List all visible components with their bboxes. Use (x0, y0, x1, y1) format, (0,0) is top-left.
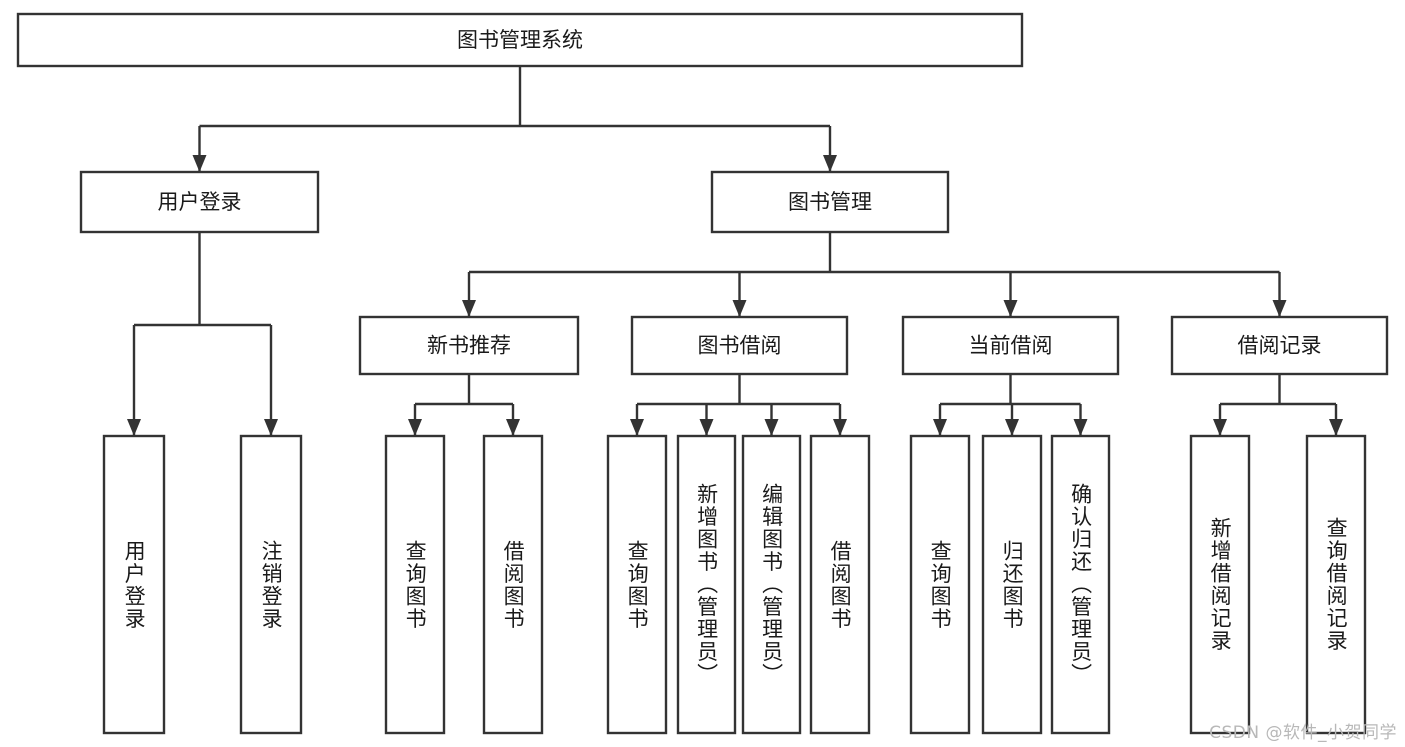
arrow-head-icon (1329, 419, 1343, 436)
node-box-leaf-edit-book[interactable] (741, 434, 802, 735)
node-label-leaf-query-book-a: 查询图书 (403, 539, 428, 630)
node-box-leaf-return-book[interactable] (981, 434, 1043, 735)
boxes-layer (16, 12, 1389, 735)
node-label-leaf-borrow-book-b: 借阅图书 (828, 539, 853, 630)
node-label-leaf-add-book: 新增图书（管理员） (694, 483, 719, 686)
node-box-new-book-rec[interactable] (358, 315, 580, 376)
arrow-head-icon (127, 419, 141, 436)
node-label-current-borrow: 当前借阅 (969, 334, 1053, 358)
csdn-watermark: CSDN @软件_小贺同学 (1209, 723, 1397, 743)
node-label-leaf-user-login: 用户登录 (122, 539, 147, 630)
node-label-borrow-record: 借阅记录 (1238, 334, 1322, 358)
node-label-user-login: 用户登录 (158, 190, 242, 214)
node-box-root[interactable] (16, 12, 1024, 68)
arrow-head-icon (462, 300, 476, 317)
node-box-leaf-confirm-return[interactable] (1050, 434, 1111, 735)
node-label-leaf-query-record: 查询借阅记录 (1324, 517, 1349, 652)
arrow-head-icon (823, 155, 837, 172)
node-box-book-mgmt[interactable] (710, 170, 950, 234)
node-label-leaf-return-book: 归还图书 (1000, 539, 1025, 630)
node-box-current-borrow[interactable] (901, 315, 1120, 376)
node-box-leaf-logout[interactable] (239, 434, 303, 735)
arrow-head-icon (506, 419, 520, 436)
edges-layer (127, 66, 1343, 436)
node-label-leaf-confirm-return: 确认归还（管理员） (1068, 483, 1093, 686)
node-box-borrow-record[interactable] (1170, 315, 1389, 376)
node-label-leaf-query-book-b: 查询图书 (625, 539, 650, 630)
arrow-head-icon (699, 419, 714, 436)
arrow-head-icon (192, 155, 207, 172)
node-box-leaf-add-book[interactable] (676, 434, 737, 735)
node-label-book-mgmt: 图书管理 (788, 190, 872, 214)
node-box-leaf-query-book-b[interactable] (606, 434, 668, 735)
arrow-head-icon (264, 419, 278, 436)
arrow-head-icon (833, 419, 847, 436)
node-label-leaf-add-record: 新增借阅记录 (1208, 517, 1233, 652)
node-box-leaf-query-record[interactable] (1305, 434, 1367, 735)
arrow-head-icon (1003, 300, 1018, 317)
node-box-leaf-borrow-book-b[interactable] (809, 434, 871, 735)
node-box-leaf-query-book-a[interactable] (384, 434, 446, 735)
node-box-leaf-query-book-c[interactable] (909, 434, 971, 735)
node-label-leaf-logout: 注销登录 (259, 539, 284, 630)
arrow-head-icon (1213, 419, 1227, 436)
arrow-head-icon (933, 419, 947, 436)
node-label-leaf-edit-book: 编辑图书（管理员） (759, 483, 784, 686)
node-label-leaf-query-book-c: 查询图书 (928, 539, 953, 630)
node-box-book-borrow[interactable] (630, 315, 849, 376)
arrow-head-icon (764, 419, 779, 436)
node-box-leaf-borrow-book-a[interactable] (482, 434, 544, 735)
arrow-head-icon (630, 419, 644, 436)
node-box-leaf-add-record[interactable] (1189, 434, 1251, 735)
node-label-book-borrow: 图书借阅 (698, 334, 782, 358)
arrow-head-icon (1073, 419, 1088, 436)
node-label-root: 图书管理系统 (457, 28, 583, 52)
arrow-head-icon (408, 419, 422, 436)
arrow-head-icon (1005, 419, 1019, 436)
node-label-new-book-rec: 新书推荐 (427, 334, 511, 358)
node-box-leaf-user-login[interactable] (102, 434, 166, 735)
arrow-head-icon (1272, 300, 1287, 317)
node-box-user-login[interactable] (79, 170, 320, 234)
node-label-leaf-borrow-book-a: 借阅图书 (501, 539, 526, 630)
arrow-head-icon (732, 300, 747, 317)
